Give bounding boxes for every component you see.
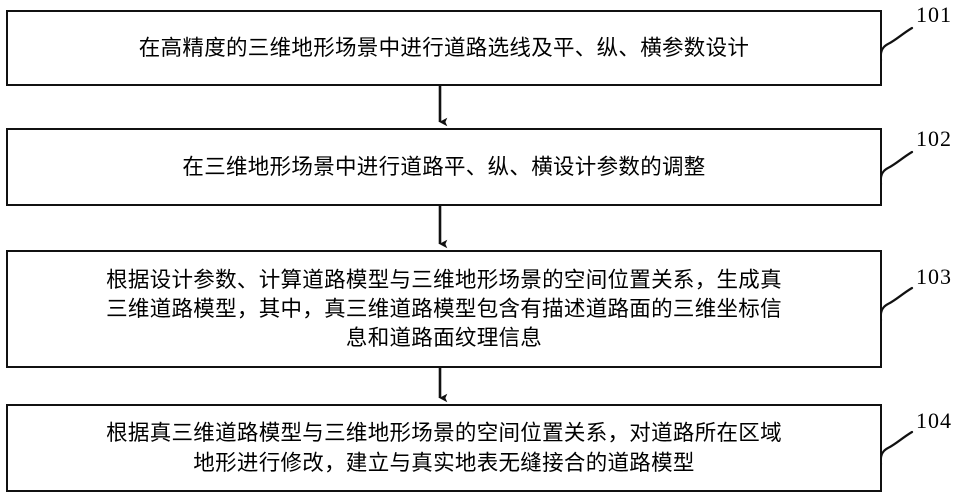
reference-numeral-104: 104 [916, 408, 952, 433]
flow-step-box-103[interactable]: 根据设计参数、计算道路模型与三维地形场景的空间位置关系，生成真 三维道路模型，其… [6, 250, 882, 368]
flow-step-text-104: 根据真三维道路模型与三维地形场景的空间位置关系，对道路所在区域 地形进行修改，建… [106, 421, 782, 475]
reference-numeral-101: 101 [916, 2, 952, 27]
flow-step-text-102: 在三维地形场景中进行道路平、纵、横设计参数的调整 [182, 155, 706, 179]
leader-line-102 [879, 150, 914, 186]
leader-line-103 [879, 286, 914, 322]
flow-step-text-101: 在高精度的三维地形场景中进行道路选线及平、纵、横参数设计 [138, 36, 750, 60]
leader-line-101 [879, 26, 914, 62]
flow-step-box-104[interactable]: 根据真三维道路模型与三维地形场景的空间位置关系，对道路所在区域 地形进行修改，建… [6, 404, 882, 492]
flow-step-text-103: 根据设计参数、计算道路模型与三维地形场景的空间位置关系，生成真 三维道路模型，其… [106, 267, 782, 350]
reference-numeral-103: 103 [916, 264, 952, 289]
flow-step-box-102[interactable]: 在三维地形场景中进行道路平、纵、横设计参数的调整 [6, 128, 882, 206]
flow-step-box-101[interactable]: 在高精度的三维地形场景中进行道路选线及平、纵、横参数设计 [6, 10, 882, 86]
leader-line-104 [879, 430, 914, 466]
reference-numeral-102: 102 [916, 126, 952, 151]
